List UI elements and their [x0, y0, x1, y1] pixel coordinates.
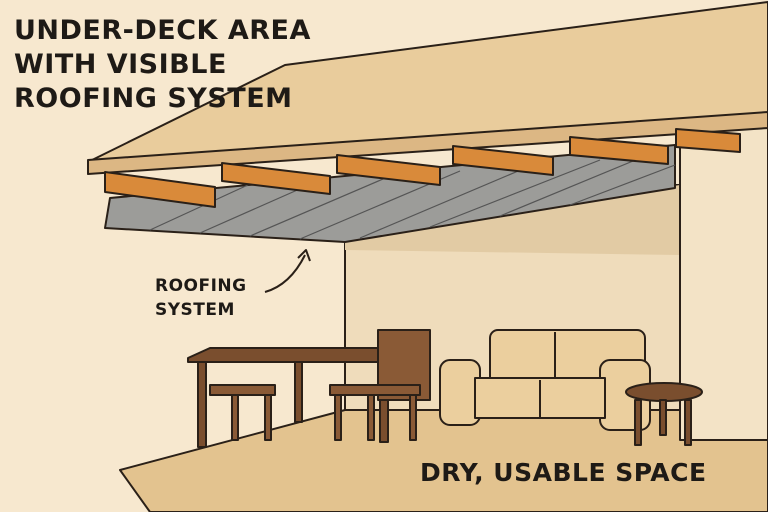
callout-line-1: ROOFING — [155, 276, 247, 296]
roofing-callout: ROOFING SYSTEM — [155, 274, 247, 322]
chair-right — [329, 329, 431, 441]
joist — [452, 145, 554, 176]
callout-line-2: SYSTEM — [155, 300, 235, 320]
deck-fascia — [87, 111, 768, 175]
joist — [569, 136, 669, 165]
joist — [675, 128, 741, 153]
title-line-3: ROOFING SYSTEM — [14, 83, 293, 114]
chair-left — [209, 384, 276, 441]
joist — [221, 162, 331, 195]
page-title: UNDER-DECK AREA WITH VISIBLE ROOFING SYS… — [14, 14, 311, 116]
caption: DRY, USABLE SPACE — [420, 458, 707, 487]
callout-arrow — [264, 254, 306, 293]
joist — [336, 154, 441, 186]
wall-shadow — [345, 185, 680, 255]
side-table — [625, 382, 703, 446]
joist — [104, 171, 216, 208]
title-line-1: UNDER-DECK AREA — [14, 15, 311, 46]
sofa — [439, 329, 651, 431]
deck-surface — [87, 1, 768, 163]
joists — [104, 128, 741, 208]
title-line-2: WITH VISIBLE — [14, 49, 227, 80]
